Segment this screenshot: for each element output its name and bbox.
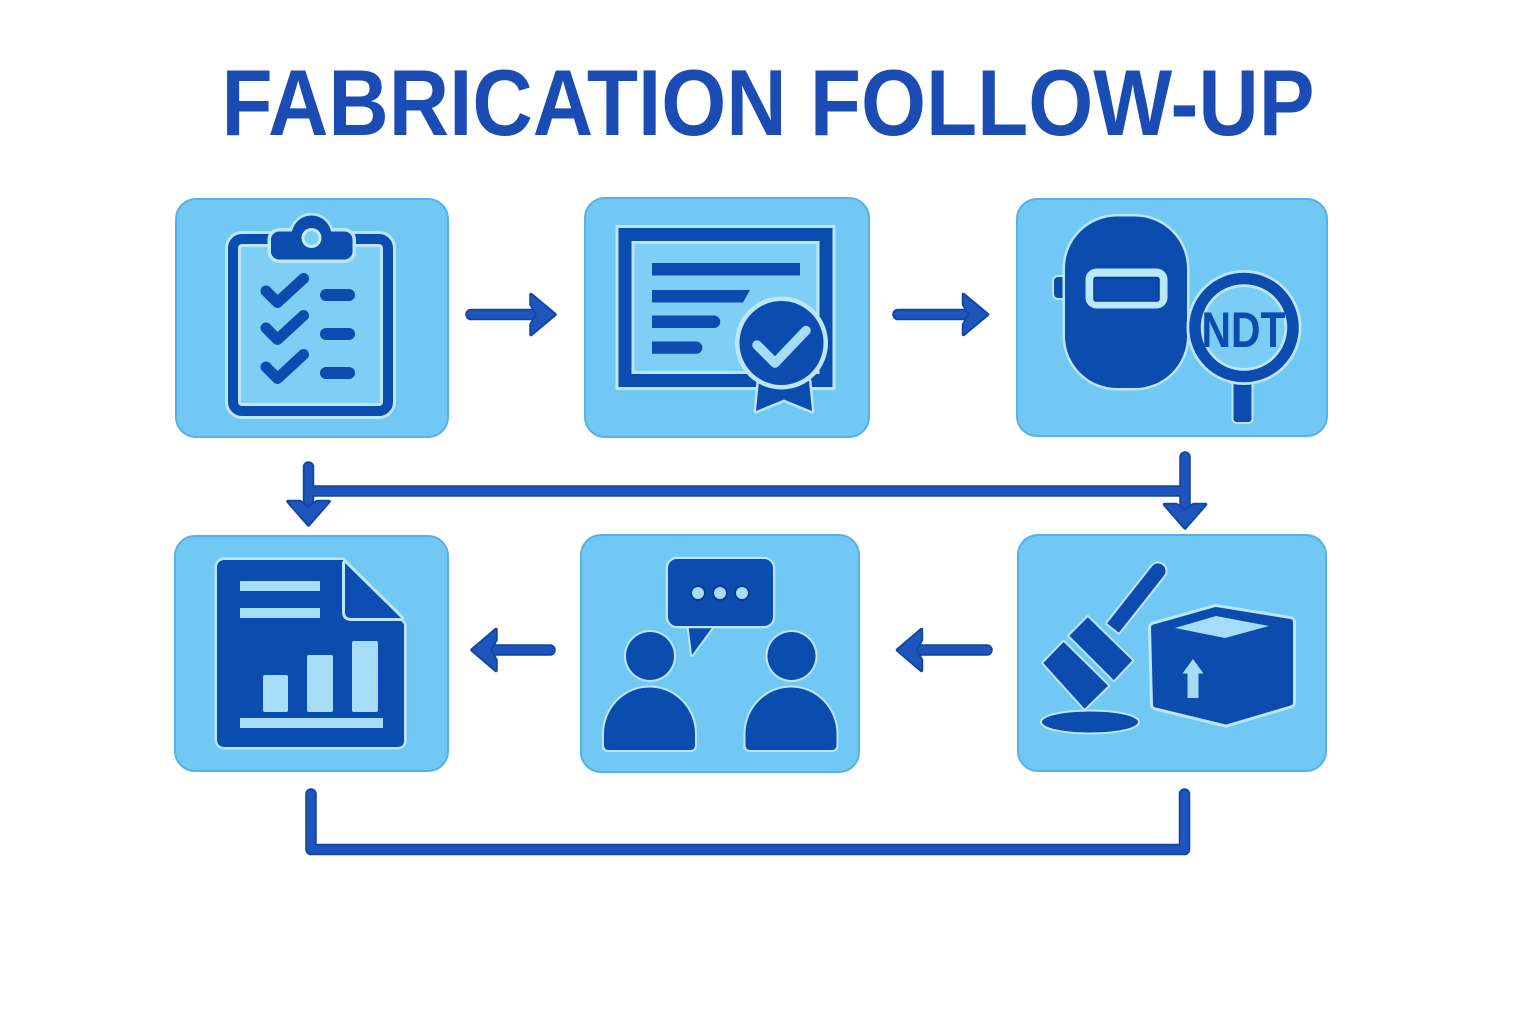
svg-text:NDT: NDT [1202, 302, 1286, 358]
svg-text:FABRICATION FOLLOW-UP: FABRICATION FOLLOW-UP [222, 50, 1315, 155]
